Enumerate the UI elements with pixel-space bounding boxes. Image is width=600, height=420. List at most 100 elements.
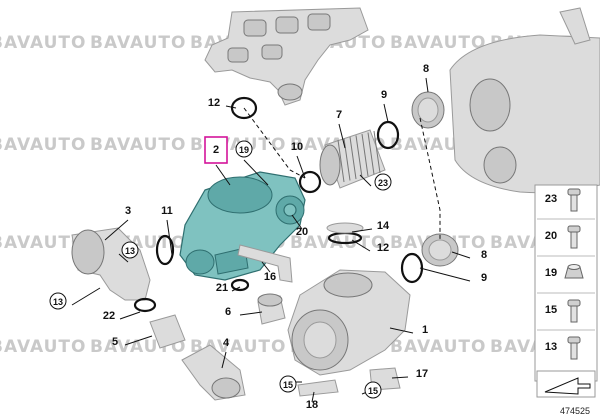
callout-15[interactable]: 15 xyxy=(279,375,297,393)
leader-line xyxy=(118,253,129,263)
pipe-rib xyxy=(349,136,357,180)
callout-13[interactable]: 13 xyxy=(121,241,139,259)
leader-line xyxy=(351,228,373,233)
callout-number: 17 xyxy=(416,368,428,380)
callout-3[interactable]: 3 xyxy=(125,205,131,217)
callout-15[interactable]: 15 xyxy=(364,381,382,399)
leader-line xyxy=(391,376,409,379)
callout-4[interactable]: 4 xyxy=(223,337,230,349)
callout-number: 16 xyxy=(264,271,276,283)
legend-item-19[interactable]: 19 xyxy=(545,264,584,280)
callout-circle xyxy=(49,292,67,310)
pipe-4 xyxy=(181,344,246,401)
pipe-rib xyxy=(337,139,345,183)
turbocharger-highlighted xyxy=(179,171,306,281)
highlight-box xyxy=(204,136,228,164)
legend-item-13[interactable]: 13 xyxy=(545,336,581,360)
watermark-text: BAVAUTO xyxy=(90,33,186,53)
legend-number: 19 xyxy=(545,267,557,279)
callout-8[interactable]: 8 xyxy=(423,63,429,75)
callout-21[interactable]: 21 xyxy=(216,282,228,294)
arrow-icon xyxy=(544,377,591,395)
leader-line xyxy=(221,351,227,369)
callout-9[interactable]: 9 xyxy=(481,272,487,284)
callout-number: 8 xyxy=(481,249,487,261)
callout-23[interactable]: 23 xyxy=(374,173,392,191)
pipe-rib xyxy=(361,133,369,177)
fastener-legend: 23 20 19 15 13 xyxy=(534,184,598,398)
watermark-text: BAVAUTO xyxy=(90,135,186,155)
leader-line xyxy=(71,287,101,306)
pipe-rib xyxy=(373,130,381,174)
legend-number: 23 xyxy=(545,193,557,205)
callout-number: 4 xyxy=(223,337,230,349)
callout-18[interactable]: 18 xyxy=(306,399,318,411)
watermark-text: BAVAUTO xyxy=(390,33,486,53)
bolt-shank-icon xyxy=(570,231,578,249)
leader-line xyxy=(291,214,303,230)
callout-8[interactable]: 8 xyxy=(481,249,487,261)
nut-top xyxy=(567,264,581,270)
callout-number: 23 xyxy=(378,178,388,188)
callout-2[interactable]: 2 xyxy=(213,144,219,156)
leader-line xyxy=(311,391,315,403)
callout-number: 11 xyxy=(161,205,173,217)
bolt-head-icon xyxy=(567,188,581,196)
leader-line xyxy=(425,77,429,93)
callout-19[interactable]: 19 xyxy=(235,140,253,158)
callout-1[interactable]: 1 xyxy=(422,324,428,336)
leader-line xyxy=(225,105,237,109)
callout-20[interactable]: 20 xyxy=(296,226,308,238)
callout-7[interactable]: 7 xyxy=(336,109,342,121)
clamps-and-gaskets xyxy=(133,91,459,313)
callout-number: 18 xyxy=(306,399,318,411)
callout-17[interactable]: 17 xyxy=(416,368,428,380)
legend-number: 20 xyxy=(545,230,557,242)
callout-number: 20 xyxy=(296,226,308,238)
callout-9[interactable]: 9 xyxy=(381,89,387,101)
callout-5[interactable]: 5 xyxy=(112,336,118,348)
legend-item-20[interactable]: 20 xyxy=(545,225,581,249)
callout-14[interactable]: 14 xyxy=(377,220,390,232)
watermark-text: BAVAUTO xyxy=(390,337,486,357)
callout-number: 7 xyxy=(336,109,342,121)
callout-10[interactable]: 10 xyxy=(291,141,303,153)
flex-pipe xyxy=(319,129,386,189)
legend-item-23[interactable]: 23 xyxy=(545,188,581,212)
callout-number: 2 xyxy=(213,144,219,156)
callout-12[interactable]: 12 xyxy=(208,97,220,109)
leader-line xyxy=(419,267,471,282)
callout-number: 15 xyxy=(283,380,293,390)
callout-number: 15 xyxy=(368,386,378,396)
leader-line xyxy=(296,155,306,179)
callout-13[interactable]: 13 xyxy=(49,292,67,310)
legend-number: 13 xyxy=(545,341,557,353)
bolt-head-icon xyxy=(567,225,581,233)
bolt-shank-icon xyxy=(570,305,578,323)
callout-number: 12 xyxy=(377,242,389,254)
pipe-rib xyxy=(355,135,363,178)
callout-number: 3 xyxy=(125,205,131,217)
callout-circle xyxy=(279,375,297,393)
leader-line xyxy=(215,164,231,186)
callout-number: 13 xyxy=(53,297,63,307)
callout-16[interactable]: 16 xyxy=(264,271,276,283)
callout-number: 21 xyxy=(216,282,228,294)
diagram-id: 474525 xyxy=(560,406,590,416)
legend-item-15[interactable]: 15 xyxy=(545,299,581,323)
callout-11[interactable]: 11 xyxy=(161,205,173,217)
callout-circle xyxy=(374,173,392,191)
leader-line xyxy=(243,107,306,179)
leader-line xyxy=(383,103,389,123)
callout-number: 9 xyxy=(481,272,487,284)
exhaust-manifold xyxy=(204,7,369,106)
leader-line xyxy=(261,261,271,273)
callout-12[interactable]: 12 xyxy=(377,242,389,254)
bolt-head-icon xyxy=(567,299,581,307)
callout-number: 8 xyxy=(423,63,429,75)
callout-number: 12 xyxy=(208,97,220,109)
bolt-shank-icon xyxy=(570,194,578,212)
callout-22[interactable]: 22 xyxy=(103,310,115,322)
callout-6[interactable]: 6 xyxy=(225,306,231,318)
